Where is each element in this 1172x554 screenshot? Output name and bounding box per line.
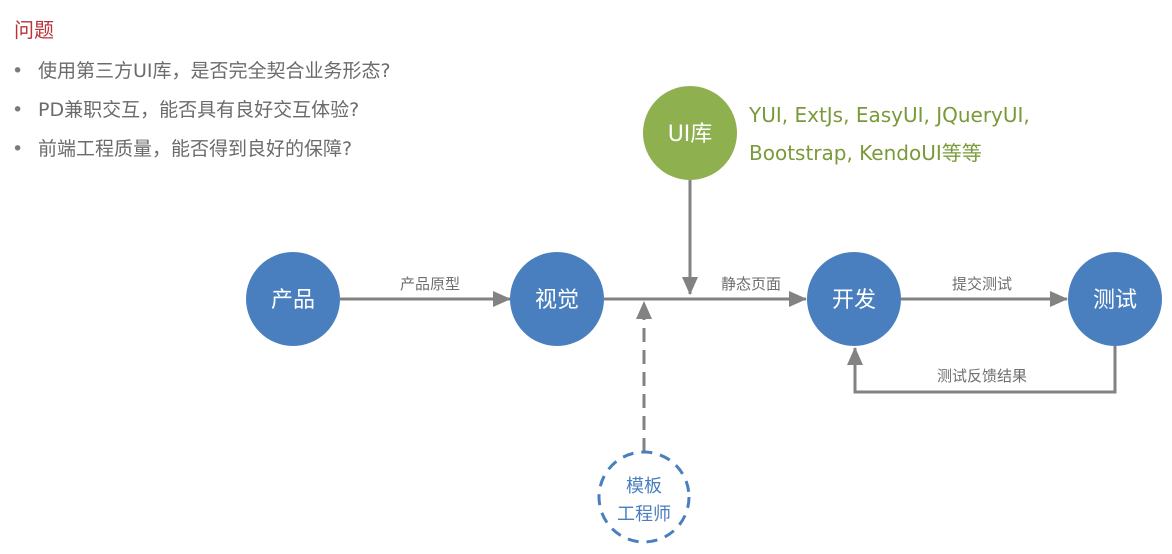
bullet-icon: •: [12, 99, 24, 121]
edge-label-visual-dev: 静态页面: [721, 275, 781, 293]
edge-test-feedback: [847, 346, 1117, 394]
list-item: •前端工程质量，能否得到良好的保障?: [12, 132, 391, 171]
node-ui-lib: [643, 86, 737, 180]
edge-label-feedback: 测试反馈结果: [937, 367, 1027, 385]
node-template-engineer: [597, 450, 691, 544]
node-ui-lib-label: UI库: [668, 122, 713, 147]
bullet-icon: •: [12, 138, 24, 160]
node-test-label: 测试: [1093, 288, 1137, 313]
node-visual-label: 视觉: [535, 288, 579, 313]
node-template-label-1: 模板: [626, 476, 662, 497]
section-heading: 问题: [14, 18, 54, 42]
list-item: •使用第三方UI库，是否完全契合业务形态?: [12, 54, 391, 93]
node-template-label-2: 工程师: [617, 504, 671, 525]
node-visual: [510, 252, 604, 346]
node-dev-label: 开发: [832, 288, 876, 313]
ui-lib-examples-line2: Bootstrap, KendoUI等等: [749, 141, 982, 165]
node-test: [1068, 252, 1162, 346]
ui-lib-examples-line1: YUI, ExtJs, EasyUI, JQueryUI,: [748, 103, 1030, 127]
node-dev: [807, 252, 901, 346]
edge-label-product-visual: 产品原型: [400, 275, 460, 293]
question-list: •使用第三方UI库，是否完全契合业务形态? •PD兼职交互，能否具有良好交互体验…: [12, 54, 391, 171]
node-product: [246, 252, 340, 346]
bullet-icon: •: [12, 60, 24, 82]
list-item: •PD兼职交互，能否具有良好交互体验?: [12, 93, 391, 132]
node-product-label: 产品: [271, 288, 315, 313]
edge-label-dev-test: 提交测试: [952, 275, 1012, 293]
